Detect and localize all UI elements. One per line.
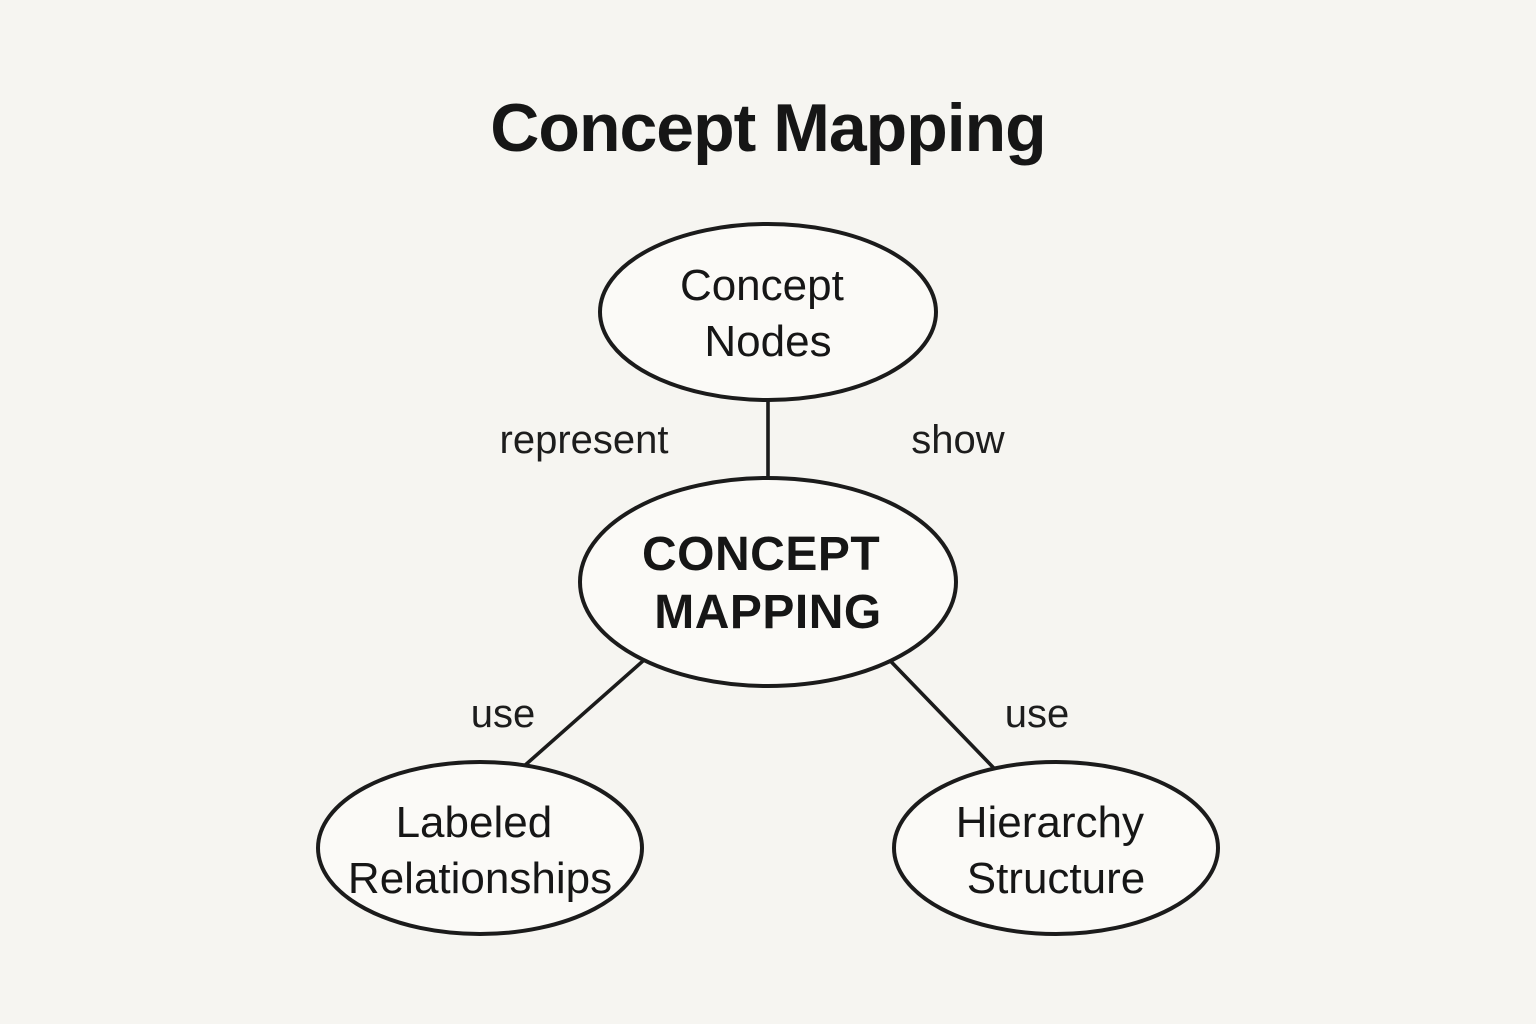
node-concept-mapping-label: CONCEPT MAPPING — [642, 528, 894, 639]
edge-label-show: show — [911, 418, 1004, 462]
node-concept-nodes-line1: Concept — [680, 261, 844, 310]
node-hierarchy-structure: Hierarchy Structure — [892, 760, 1220, 936]
edge-label-use-left: use — [471, 692, 536, 736]
node-hierarchy-structure-line2: Structure — [967, 854, 1146, 903]
page-title: Concept Mapping — [490, 90, 1045, 166]
node-concept-mapping: CONCEPT MAPPING — [578, 476, 958, 688]
node-labeled-relationships: Labeled Relationships — [316, 760, 644, 936]
node-hierarchy-structure-line1: Hierarchy — [956, 798, 1144, 847]
edge-label-group: represent show use use — [471, 418, 1070, 736]
edge-mapping-to-hierarchy-structure — [873, 643, 1017, 792]
node-labeled-relationships-shape — [316, 760, 644, 936]
edge-label-use-right: use — [1005, 692, 1070, 736]
node-hierarchy-structure-label: Hierarchy Structure — [956, 798, 1157, 903]
node-concept-nodes-label: Concept Nodes — [680, 261, 856, 366]
node-concept-mapping-line2: MAPPING — [654, 586, 882, 639]
node-concept-nodes: Concept Nodes — [598, 222, 938, 402]
node-concept-mapping-shape — [578, 476, 958, 688]
node-concept-mapping-line1: CONCEPT — [642, 528, 880, 581]
node-hierarchy-structure-shape — [892, 760, 1220, 936]
node-labeled-relationships-line1: Labeled — [396, 798, 553, 847]
node-labeled-relationships-label: Labeled Relationships — [348, 798, 612, 903]
edge-label-represent: represent — [500, 418, 669, 462]
node-concept-nodes-line2: Nodes — [704, 317, 831, 366]
node-concept-nodes-shape — [598, 222, 938, 402]
node-labeled-relationships-line2: Relationships — [348, 854, 612, 903]
